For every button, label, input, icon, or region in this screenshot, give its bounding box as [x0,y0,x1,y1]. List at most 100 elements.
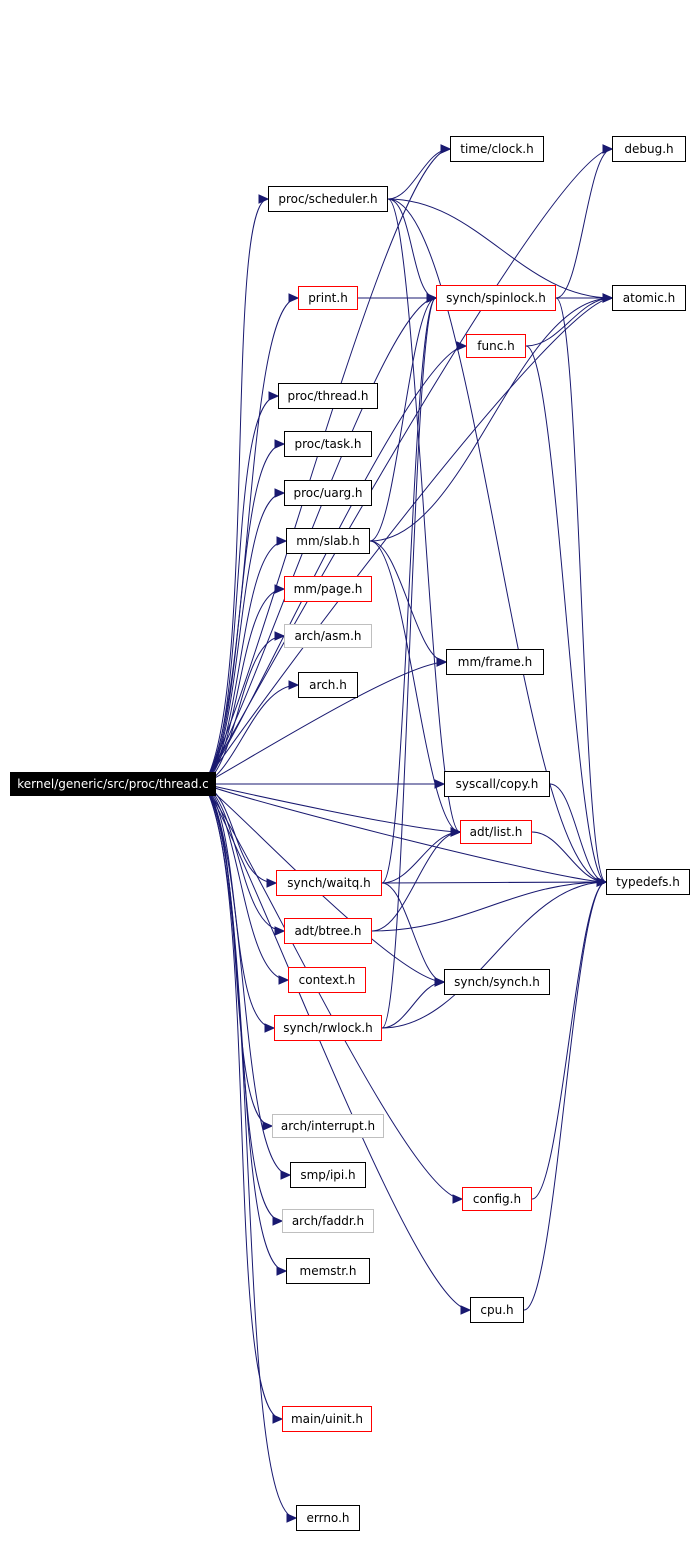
edge-root-to-asm [203,635,285,785]
edge-root-to-page [203,588,285,785]
node-faddr[interactable]: arch/faddr.h [282,1209,374,1233]
arrowhead-root-to-scheduler [258,194,270,204]
edge-root-to-scheduler [203,198,269,785]
arrowhead-root-to-func [456,341,468,351]
node-memstr[interactable]: memstr.h [286,1258,370,1284]
arrowhead-root-to-memstr [276,1266,288,1276]
edge-spinlock-to-debug [555,148,613,299]
node-typedefs[interactable]: typedefs.h [606,869,690,895]
arrowhead-rwlock-to-synch [434,977,446,987]
edge-waitq-to-list [381,831,461,884]
node-page[interactable]: mm/page.h [284,576,372,602]
node-print[interactable]: print.h [298,286,358,310]
arrowhead-spinlock-to-debug [602,144,614,154]
node-debug[interactable]: debug.h [612,136,686,162]
arrowhead-root-to-thread [268,391,280,401]
edge-root-to-func [203,345,467,785]
edge-root-to-uinit [203,783,283,1420]
node-context[interactable]: context.h [288,967,366,993]
arrowhead-root-to-waitq [266,878,278,888]
edge-root-to-context [203,783,289,981]
node-spinlock[interactable]: synch/spinlock.h [436,285,556,311]
node-clock[interactable]: time/clock.h [450,136,544,162]
arrowhead-root-to-uarg [274,488,286,498]
arrowhead-rwlock-to-spinlock [426,293,438,303]
node-synch[interactable]: synch/synch.h [444,969,550,995]
node-atomic[interactable]: atomic.h [612,285,686,311]
node-waitq[interactable]: synch/waitq.h [276,870,382,896]
node-task[interactable]: proc/task.h [284,431,372,457]
node-list[interactable]: adt/list.h [460,820,532,844]
arrowhead-root-to-arch [288,680,300,690]
arrowhead-scheduler-to-clock [440,144,452,154]
edge-root-to-atomic [203,297,613,785]
node-scheduler[interactable]: proc/scheduler.h [268,186,388,212]
edge-root-to-ipi [203,783,291,1176]
edge-scheduler-to-atomic [387,198,613,299]
arrowhead-root-to-errno [286,1513,298,1523]
node-copy[interactable]: syscall/copy.h [444,771,550,797]
node-rwlock[interactable]: synch/rwlock.h [274,1015,382,1041]
edge-root-to-btree [203,783,285,932]
edge-root-to-config [203,783,463,1200]
arrowhead-root-to-uinit [272,1414,284,1424]
node-thread[interactable]: proc/thread.h [278,383,378,409]
edge-root-to-memstr [203,783,287,1272]
edge-slab-to-list [369,540,461,833]
arrowhead-root-to-slab [276,536,288,546]
arrowhead-root-to-print [288,293,300,303]
node-frame[interactable]: mm/frame.h [446,649,544,675]
arrowhead-root-to-rwlock [264,1023,276,1033]
edge-root-to-cpu [203,783,471,1311]
node-cpu[interactable]: cpu.h [470,1297,524,1323]
node-func[interactable]: func.h [466,334,526,358]
edge-rwlock-to-spinlock [381,297,437,1029]
edge-root-to-errno [203,783,297,1519]
edge-root-to-task [203,443,285,785]
edge-config-to-typedefs [531,881,607,1200]
node-errno[interactable]: errno.h [296,1505,360,1531]
edge-scheduler-to-spinlock [387,198,437,299]
edge-waitq-to-spinlock [381,297,437,884]
edge-func-to-atomic [525,297,613,347]
edge-slab-to-spinlock [369,297,437,542]
edge-root-to-list [203,783,461,833]
arrowhead-root-to-asm [274,631,286,641]
node-slab[interactable]: mm/slab.h [286,528,370,554]
edge-slab-to-atomic [369,297,613,542]
arrowhead-root-to-context [278,975,290,985]
edge-btree-to-typedefs [371,881,607,932]
edge-scheduler-to-typedefs [387,198,607,883]
edge-root-to-frame [203,661,447,785]
arrowhead-cpu-to-typedefs [596,877,608,887]
edge-spinlock-to-typedefs [555,297,607,883]
edge-root-to-uarg [203,492,285,785]
node-interrupt[interactable]: arch/interrupt.h [272,1114,384,1138]
arrowhead-root-to-btree [274,926,286,936]
arrowhead-slab-to-frame [436,657,448,667]
arrowhead-root-to-ipi [280,1170,292,1180]
edge-root-to-typedefs [203,783,607,883]
arrowhead-root-to-cpu [460,1305,472,1315]
arrowhead-root-to-page [274,584,286,594]
node-asm[interactable]: arch/asm.h [284,624,372,648]
node-btree[interactable]: adt/btree.h [284,918,372,944]
arrowhead-root-to-faddr [272,1216,284,1226]
node-ipi[interactable]: smp/ipi.h [290,1162,366,1188]
node-uarg[interactable]: proc/uarg.h [284,480,372,506]
edge-func-to-typedefs [525,345,607,883]
edge-rwlock-to-typedefs [381,881,607,1029]
edge-btree-to-list [371,831,461,932]
edge-root-to-slab [203,540,287,785]
root-file-node: kernel/generic/src/proc/thread.c [10,772,216,796]
edge-root-to-thread [203,395,279,785]
edge-root-to-waitq [203,783,277,884]
node-uinit[interactable]: main/uinit.h [282,1406,372,1432]
node-config[interactable]: config.h [462,1187,532,1211]
arrowhead-root-to-task [274,439,286,449]
arrowhead-root-to-interrupt [262,1121,274,1131]
node-arch[interactable]: arch.h [298,672,358,698]
edge-waitq-to-typedefs [381,881,607,884]
